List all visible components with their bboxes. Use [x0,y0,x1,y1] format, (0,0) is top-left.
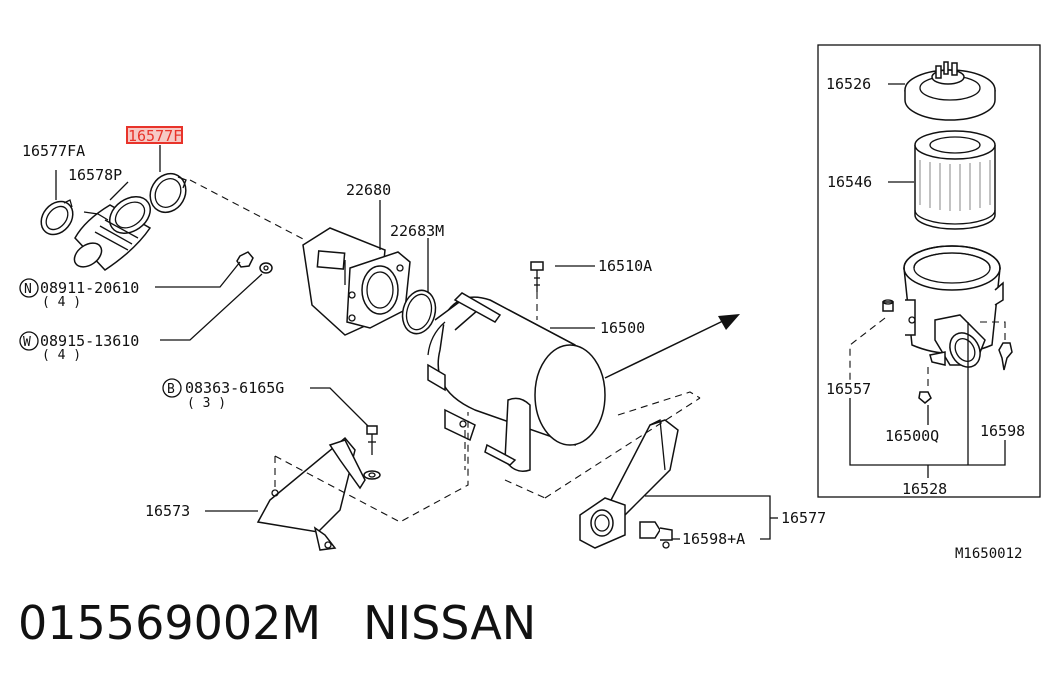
flow-arrow-head [718,314,740,330]
label-16578p: 16578P [68,166,122,184]
hose-clamp-f [149,172,187,214]
caption: 015569002M NISSAN [18,596,578,650]
label-16598a: 16598+A [682,530,745,548]
air-cleaner-assembly [427,292,606,472]
label-16546: 16546 [827,173,872,191]
hose-clamp-fa [40,200,74,236]
bolt-b [363,425,381,480]
label-prefix-b: B [167,382,175,397]
highlight-box [126,126,183,144]
caption-brand: NISSAN [363,596,537,650]
flow-arrow-line [604,319,726,379]
label-08363-qty: ( 3 ) [187,396,226,411]
label-08363: 08363-6165G [185,379,284,397]
air-hose [73,196,152,271]
filter-element [914,130,996,230]
label-16573: 16573 [145,502,190,520]
caption-part-number: 015569002M [18,596,322,650]
label-16500: 16500 [600,319,645,337]
bolt-16510a [530,261,544,292]
label-16510a: 16510A [598,257,652,275]
prefix-w-circle [19,331,39,351]
reference-code: M1650012 [955,546,1022,562]
sensor-16598a [639,521,673,549]
label-22680: 22680 [346,181,391,199]
label-08911: 08911-20610 [40,279,139,297]
label-08915: 08915-13610 [40,332,139,350]
small-bolt [882,299,894,312]
bracket-16573 [256,436,366,551]
valve-nut [918,391,932,404]
inset-frame [817,44,1041,498]
label-08911-qty: ( 4 ) [42,295,81,310]
label-08915-qty: ( 4 ) [42,348,81,363]
label-16598: 16598 [980,422,1025,440]
air-duct [579,418,679,549]
label-16528: 16528 [902,480,947,498]
label-16577: 16577 [781,509,826,527]
label-16577f: 16577F [128,127,182,145]
label-prefix-n: N [24,282,32,297]
prefix-b-circle [162,378,182,398]
label-16526: 16526 [826,75,871,93]
air-cleaner-cover [904,61,996,121]
label-16557: 16557 [826,380,871,398]
air-flow-meter [302,227,411,336]
clip-16598 [998,342,1013,371]
air-cleaner-housing [903,245,1004,368]
label-22683m: 22683M [390,222,444,240]
nut-n [236,251,254,268]
label-prefix-w: W [23,335,31,350]
prefix-n-circle [19,278,39,298]
label-16577fa: 16577FA [22,142,85,160]
washer-w [259,262,273,274]
label-16500q: 16500Q [885,427,939,445]
